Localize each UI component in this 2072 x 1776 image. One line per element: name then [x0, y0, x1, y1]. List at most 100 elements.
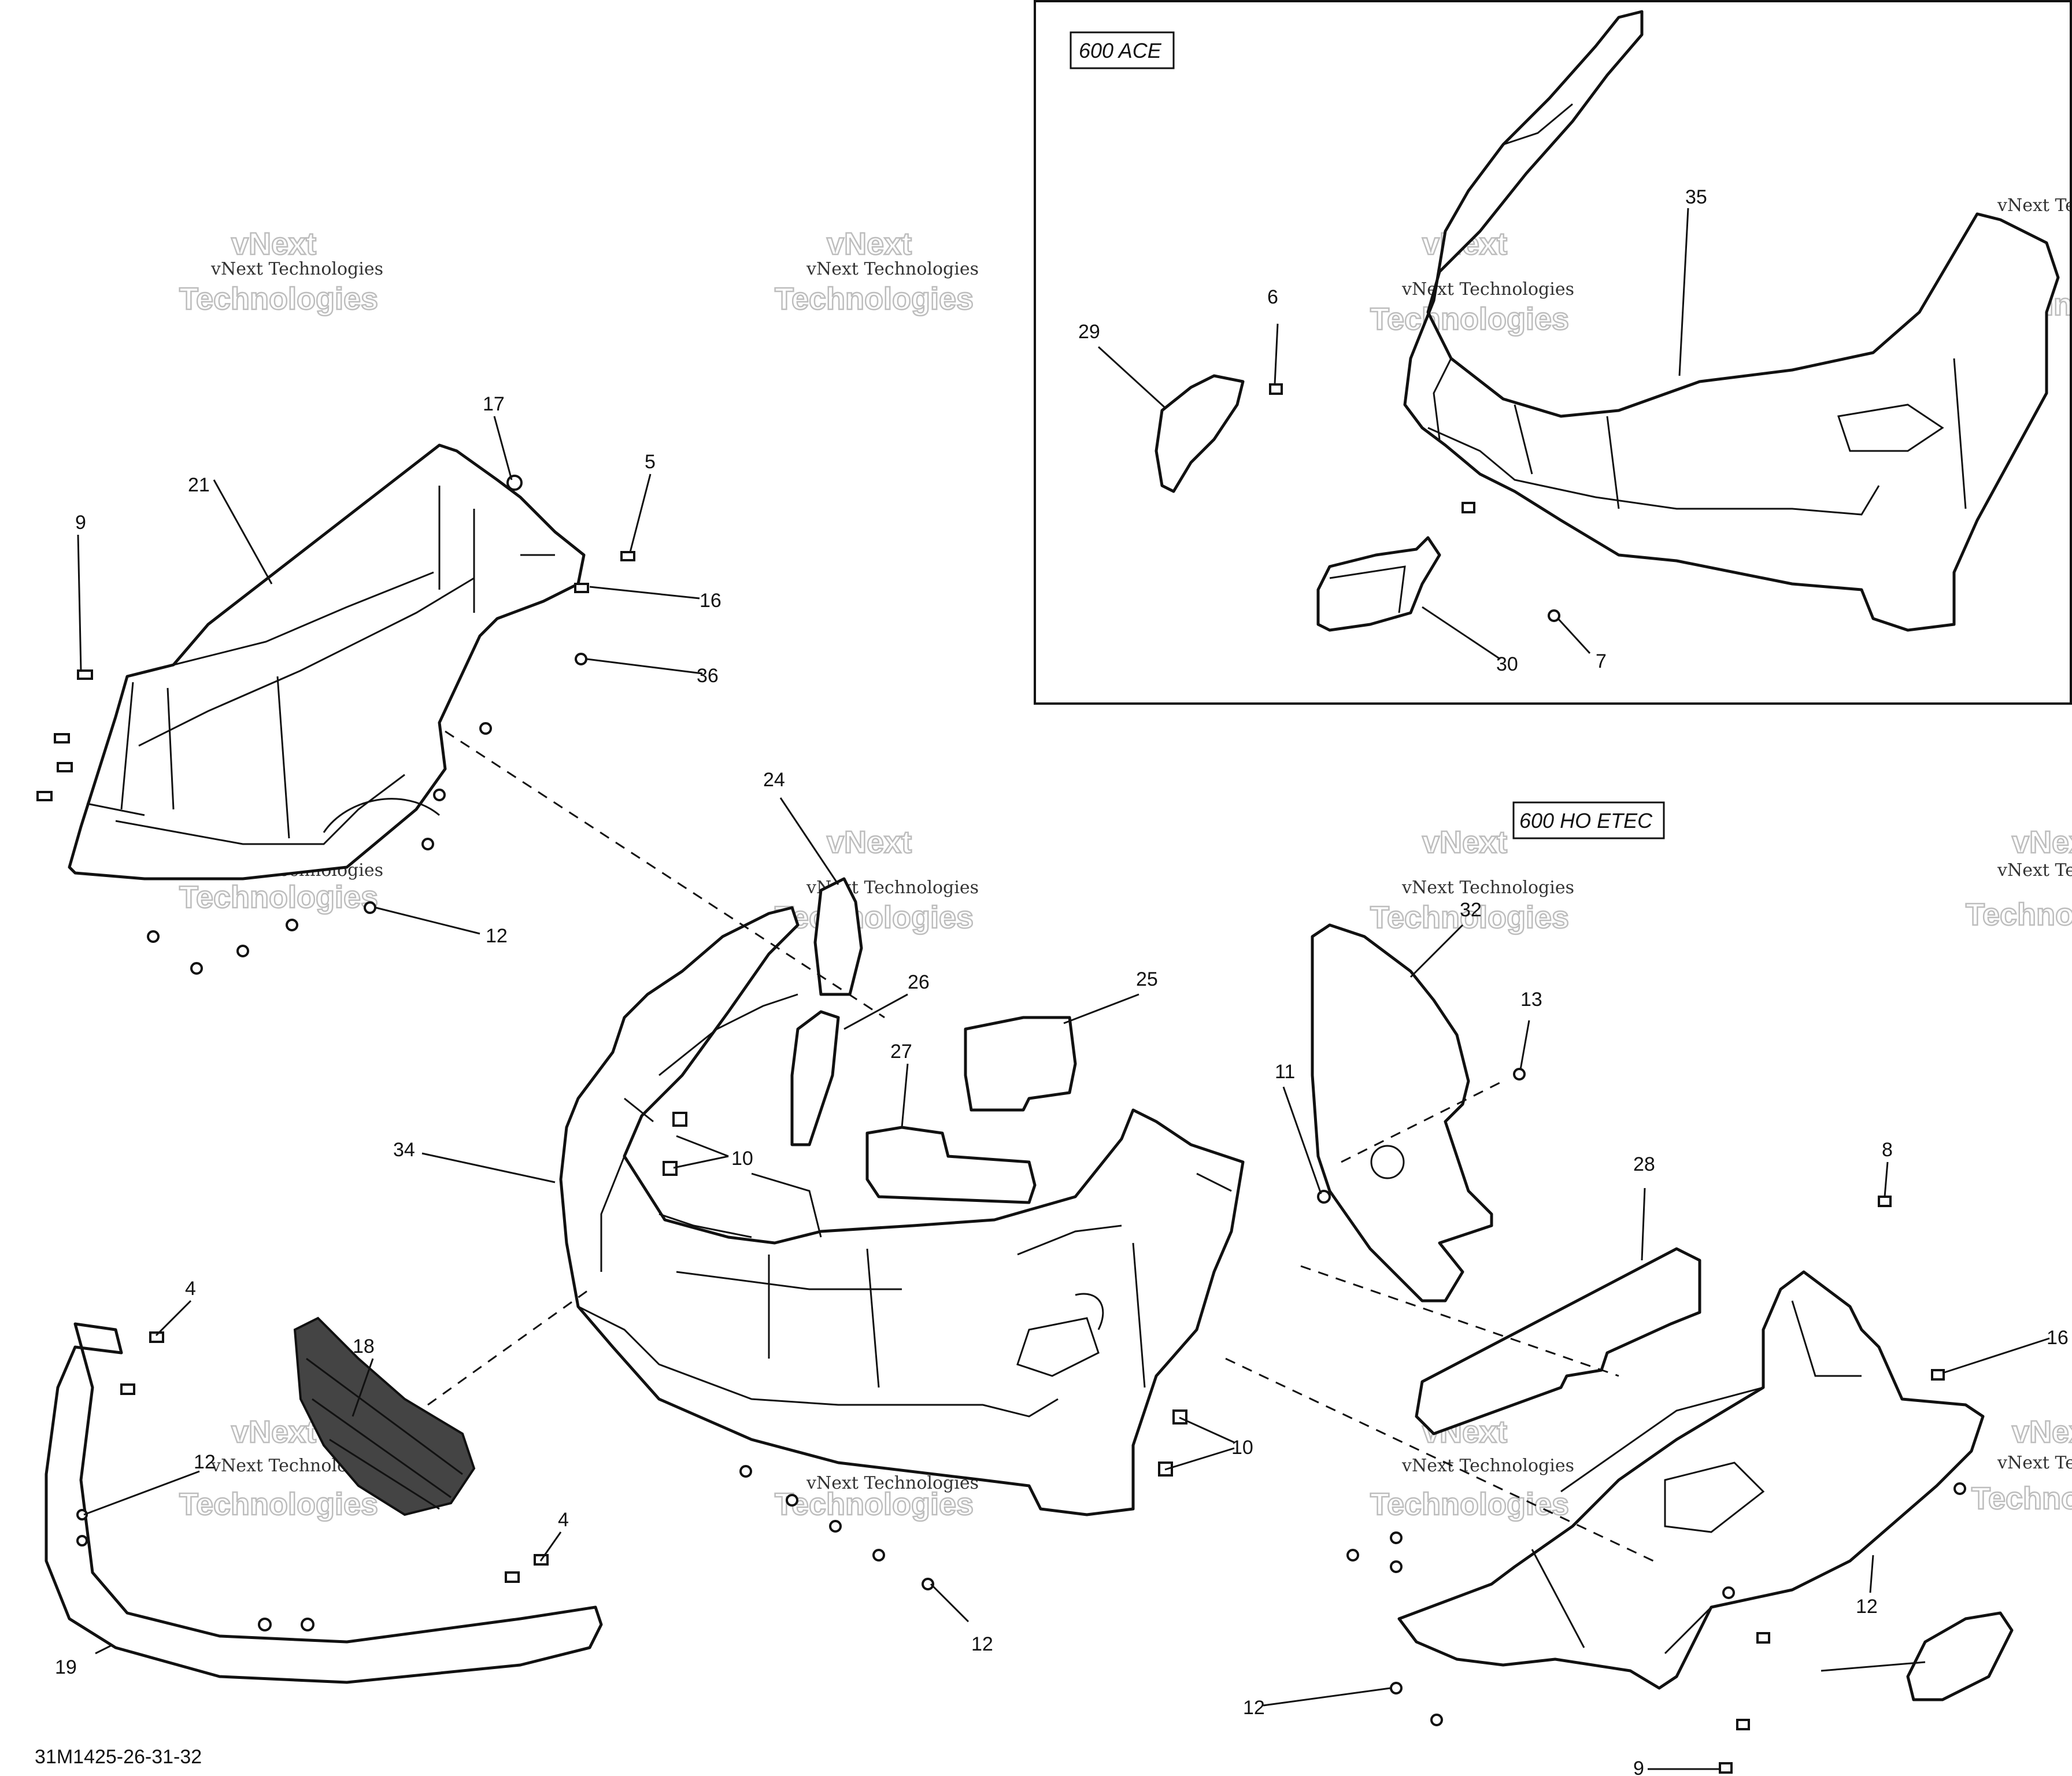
callout-35: 35	[1685, 186, 1707, 208]
screw-icon	[574, 583, 589, 593]
callout-10: 10	[731, 1148, 753, 1170]
hardware-fasteners	[36, 383, 1966, 1774]
nut-icon	[1430, 1714, 1443, 1726]
foam-part-25	[964, 1016, 1077, 1112]
screw-icon	[120, 1383, 135, 1395]
callout-36: 36	[697, 665, 719, 687]
nut-icon	[1390, 1531, 1403, 1544]
callout-16: 16	[2047, 1327, 2069, 1349]
callout-12: 12	[1856, 1596, 1878, 1618]
svg-text:Technologies: Technologies	[1370, 1487, 1569, 1522]
watermark-7: vNext vNext Technologies Technologies	[1965, 824, 2072, 933]
watermark-5: vNext vNext Technologies Technologies	[774, 824, 979, 936]
foam-part-28	[1415, 1247, 1701, 1435]
nut-icon	[147, 930, 160, 943]
nut-icon	[739, 1465, 752, 1478]
leader-lines	[77, 208, 2050, 1770]
callout-19: 19	[55, 1656, 77, 1678]
nut-icon	[1390, 1560, 1403, 1573]
screw-icon	[57, 762, 73, 772]
callout-4: 4	[558, 1509, 569, 1531]
ace-variant-label: 600 ACE	[1079, 39, 1162, 62]
svg-text:vNext Technologies: vNext Technologies	[806, 259, 979, 279]
screw-icon	[1931, 1369, 1945, 1381]
nose-panel-part-34	[559, 906, 1245, 1516]
screw-icon	[1462, 502, 1475, 513]
screw-icon	[1736, 1719, 1750, 1730]
watermark-2: vNext vNext Technologies Technologies	[774, 226, 979, 317]
nut-icon	[829, 1520, 842, 1533]
callout-9: 9	[1633, 1758, 1644, 1776]
washer-icon	[575, 653, 587, 665]
svg-text:vNext: vNext	[231, 227, 316, 261]
svg-text:Technologies: Technologies	[1370, 900, 1569, 935]
watermark-1: vNext vNext Technologies Technologies	[179, 226, 383, 317]
nut-icon	[76, 1509, 88, 1520]
ho-etec-variant-label-box	[1512, 801, 1665, 839]
svg-text:vNext Technologies: vNext Technologies	[1997, 860, 2072, 880]
svg-text:vNext Technologies: vNext Technologies	[1401, 1456, 1574, 1476]
svg-text:vNext Technologies: vNext Technologies	[1997, 195, 2072, 216]
screw-icon	[1878, 1196, 1892, 1207]
svg-text:Technologies: Technologies	[775, 282, 974, 316]
nut-icon	[364, 901, 376, 914]
svg-text:vNext Technologies: vNext Technologies	[1401, 878, 1574, 898]
nut-icon	[1953, 1482, 1966, 1495]
nut-icon	[872, 1549, 885, 1562]
svg-text:vNext: vNext	[827, 825, 912, 860]
screw-icon	[1719, 1762, 1733, 1774]
heat-shield-part-32	[1311, 923, 1493, 1303]
callout-24: 24	[763, 769, 785, 791]
nut-icon	[1346, 1549, 1359, 1562]
screw-icon	[36, 791, 53, 801]
nut-icon	[301, 1618, 314, 1631]
foam-part-26	[790, 1010, 840, 1146]
callout-7: 7	[1596, 650, 1607, 672]
callout-9: 9	[75, 512, 86, 534]
nut-icon	[1513, 1068, 1526, 1081]
nut-icon	[922, 1578, 934, 1590]
svg-text:Technologies: Technologies	[1966, 897, 2072, 932]
callout-12: 12	[1243, 1697, 1265, 1719]
screw-icon	[77, 669, 93, 680]
screw-icon	[149, 1331, 164, 1343]
svg-text:Technologies: Technologies	[179, 282, 378, 316]
alignment-lines	[427, 730, 1654, 1562]
nut-icon	[236, 945, 249, 957]
screw-icon	[506, 475, 523, 491]
lower-pan-part-22	[1397, 1270, 1985, 1690]
callout-29: 29	[1078, 321, 1100, 343]
clip-icon	[663, 1161, 678, 1176]
nut-icon	[190, 962, 203, 975]
svg-text:Technologies: Technologies	[775, 1487, 974, 1522]
nut-icon	[433, 789, 446, 801]
callout-4: 4	[185, 1278, 196, 1300]
svg-text:vNext: vNext	[231, 1415, 316, 1449]
svg-text:vNext Technologies: vNext Technologies	[210, 259, 383, 279]
nut-icon	[258, 1618, 272, 1631]
callout-12: 12	[194, 1451, 216, 1473]
watermark-6: vNext vNext Technologies Technologies	[1370, 824, 1574, 936]
watermark-11: vNext vNext Technologies Technologies	[1971, 1414, 2072, 1517]
callout-32: 32	[1460, 899, 1482, 921]
diagram-reference-code: 31M1425-26-31-32	[35, 1746, 202, 1768]
callout-12: 12	[486, 925, 508, 947]
ace-variant-label-box	[1070, 31, 1175, 69]
callout-30: 30	[1496, 653, 1518, 675]
callout-labels: 9 21 17 5 16 36 12 24 26 27 25 34 10 10 …	[55, 186, 2069, 1776]
nut-icon	[479, 722, 492, 735]
callout-25: 25	[1136, 968, 1158, 990]
grille-part-18	[293, 1316, 476, 1516]
clip-icon	[672, 1112, 687, 1127]
foam-part-24	[813, 877, 863, 996]
callout-26: 26	[908, 971, 930, 993]
side-duct-part	[1906, 1611, 2014, 1701]
nut-icon	[421, 838, 434, 850]
callout-10: 10	[1231, 1437, 1253, 1459]
nut-icon	[1390, 1682, 1403, 1694]
callout-6: 6	[1267, 286, 1278, 308]
duct-part-30	[1316, 536, 1441, 632]
watermark-3: vNext vNext Technologies Technologies	[1370, 226, 1574, 338]
svg-text:vNext: vNext	[827, 227, 912, 261]
svg-text:Technologies: Technologies	[179, 1487, 378, 1522]
